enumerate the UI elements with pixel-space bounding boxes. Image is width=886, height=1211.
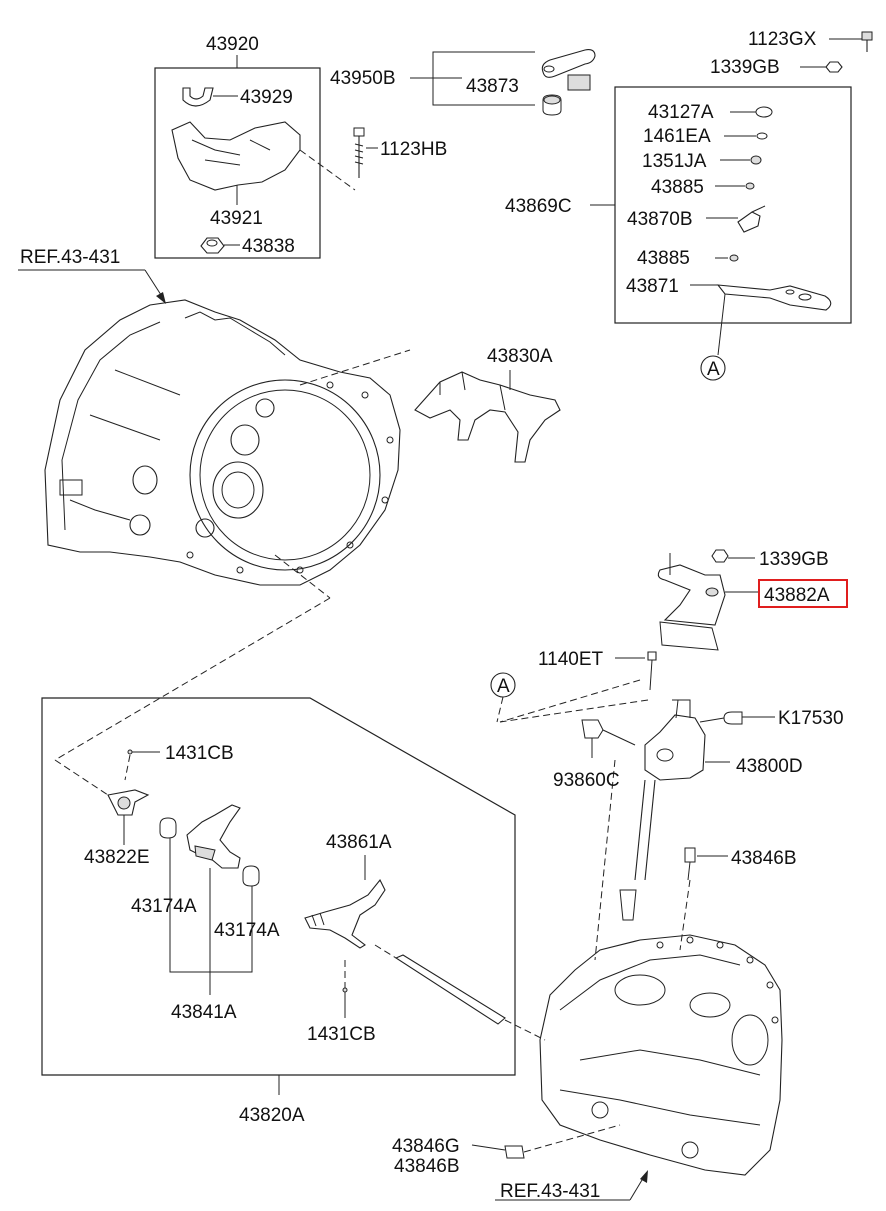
label-43846G: 43846G (392, 1136, 460, 1157)
label-43861A: 43861A (326, 832, 392, 853)
ref-arrow-top (18, 269, 166, 304)
label-43838: 43838 (242, 236, 295, 257)
shift-fork-43830A (414, 370, 561, 463)
cable-bracket-43950B (410, 49, 596, 116)
label-43820A: 43820A (239, 1105, 305, 1126)
transmission-housing-left (44, 299, 411, 599)
highlight-43882A (758, 579, 848, 608)
label-43885-a: 43885 (651, 177, 704, 198)
label-43846B-bottom: 43846B (394, 1156, 460, 1177)
label-ref-top: REF.43-431 (20, 247, 120, 268)
label-43846B-mid: 43846B (731, 848, 797, 869)
label-1339GB-top: 1339GB (710, 57, 780, 78)
label-43873: 43873 (466, 76, 519, 97)
ref-marker-a-mid: A (497, 676, 510, 697)
plug-43846G (471, 1124, 621, 1159)
label-1140ET: 1140ET (538, 649, 604, 670)
label-43127A: 43127A (648, 102, 714, 123)
label-43920: 43920 (206, 34, 259, 55)
label-43174A-right: 43174A (214, 920, 280, 941)
labels: 43920 43929 43921 43838 1123HB 43950B 43… (20, 29, 848, 1202)
label-1123HB: 1123HB (380, 139, 447, 160)
label-43882A[interactable]: 43882A (764, 585, 830, 606)
transmission-housing-right (539, 934, 783, 1176)
label-43800D: 43800D (736, 756, 803, 777)
shift-tower (490, 549, 775, 961)
label-43822E: 43822E (84, 847, 150, 868)
label-93860C: 93860C (553, 770, 620, 791)
label-1123GX: 1123GX (748, 29, 817, 50)
label-1351JA: 1351JA (642, 151, 707, 172)
label-43830A: 43830A (487, 346, 553, 367)
label-K17530: K17530 (778, 708, 844, 729)
label-43869C: 43869C (505, 196, 572, 217)
bolt-1123GX (800, 31, 873, 73)
label-43950B: 43950B (330, 68, 396, 89)
label-43885-b: 43885 (637, 248, 690, 269)
shift-rail-kit-43820A (41, 697, 546, 1095)
bracket-assembly-43920 (154, 55, 356, 259)
bolt-1123HB (353, 127, 378, 178)
label-43841A: 43841A (171, 1002, 237, 1023)
label-43174A-left: 43174A (131, 896, 197, 917)
label-43870B: 43870B (627, 209, 693, 230)
linkage-kit-43869C (590, 86, 852, 381)
label-1339GB-mid: 1339GB (759, 549, 829, 570)
label-43929: 43929 (240, 87, 293, 108)
label-ref-bottom: REF.43-431 (500, 1181, 600, 1202)
ref-arrow-bottom (495, 1170, 648, 1201)
label-43921: 43921 (210, 208, 263, 229)
label-1431CB-a: 1431CB (165, 743, 234, 764)
ref-marker-a-top: A (707, 359, 720, 380)
label-1431CB-b: 1431CB (307, 1024, 376, 1045)
label-1461EA: 1461EA (643, 126, 711, 147)
label-43871: 43871 (626, 276, 679, 297)
